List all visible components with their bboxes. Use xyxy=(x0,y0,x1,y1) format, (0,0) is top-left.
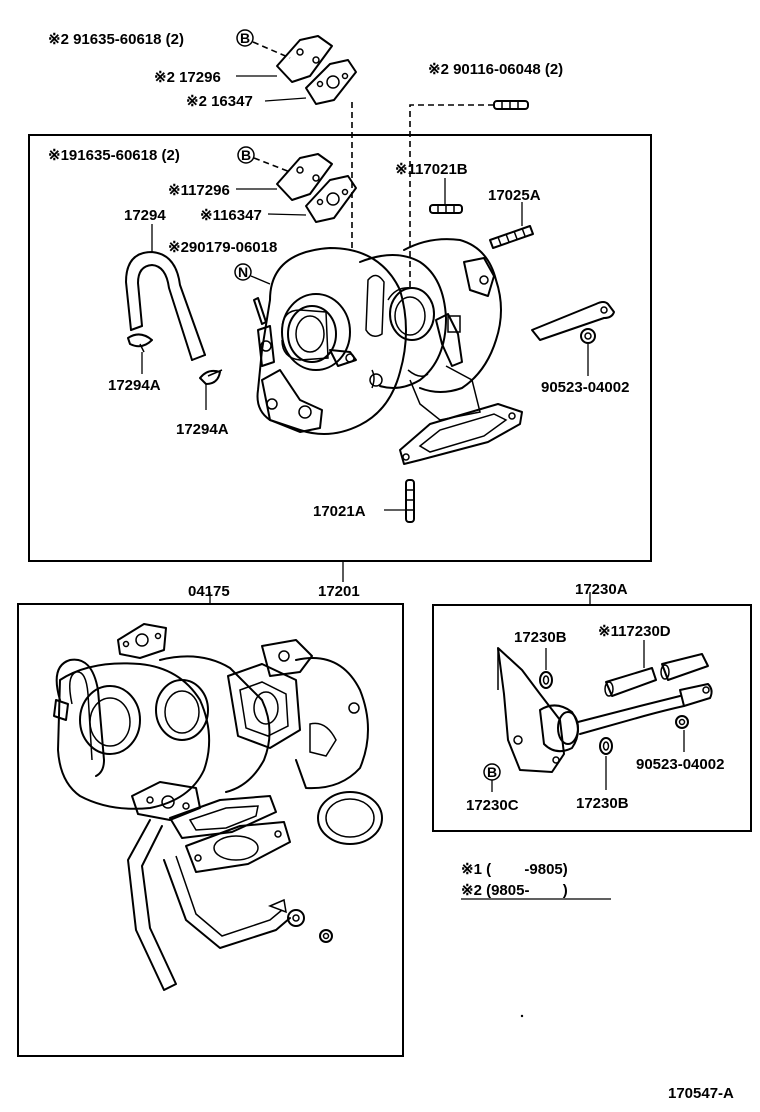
label-17025A: 17025A xyxy=(488,187,541,204)
washer-17230B-top xyxy=(539,671,553,689)
gasket-17296-lower xyxy=(276,153,333,201)
stud-17025A xyxy=(489,225,534,249)
clip-17294A-right xyxy=(199,369,223,385)
label-17294A-1: 17294A xyxy=(108,377,161,394)
label-90523-bottom: 90523-04002 xyxy=(636,756,724,773)
stud-17021B xyxy=(429,204,463,214)
actuator-rod xyxy=(531,301,615,341)
label-90179: ※290179-06018 xyxy=(168,239,277,256)
label-91635-lower: ※191635-60618 (2) xyxy=(48,147,180,164)
note-2: ※2 (9805- ) xyxy=(461,882,568,899)
nut-90523-top xyxy=(580,328,596,344)
label-17230A: 17230A xyxy=(575,581,628,598)
hose-17230D xyxy=(604,653,709,697)
label-90523-top: 90523-04002 xyxy=(541,379,629,396)
nut-90523-bottom xyxy=(675,715,689,729)
label-04175: 04175 xyxy=(188,583,230,600)
label-90116: ※2 90116-06048 (2) xyxy=(428,61,563,78)
label-17294: 17294 xyxy=(124,207,166,224)
diagram-id: 170547-A xyxy=(668,1085,734,1102)
actuator-frame xyxy=(432,604,752,832)
n-marker-text: N xyxy=(238,264,248,280)
gasket-16347-upper xyxy=(305,59,357,105)
hose-17294 xyxy=(125,251,206,361)
label-17230B-top: 17230B xyxy=(514,629,567,646)
gasket-kit-turbo xyxy=(53,623,383,991)
gasket-17296-upper xyxy=(276,35,333,83)
gasket-16347-lower xyxy=(305,175,357,223)
union-bolt xyxy=(253,297,267,325)
label-17021B: ※117021B xyxy=(395,161,468,178)
b-marker-upper xyxy=(236,29,254,47)
label-17294A-2: 17294A xyxy=(176,421,229,438)
n-marker xyxy=(234,263,252,281)
label-17230B-bottom: 17230B xyxy=(576,795,629,812)
note-1: ※1 ( -9805) xyxy=(461,861,568,878)
b-marker-upper-text: B xyxy=(240,30,250,46)
washer-17230B-bottom xyxy=(599,737,613,755)
label-16347-lower: ※116347 xyxy=(200,207,262,224)
clip-17294A-left xyxy=(127,333,153,353)
stud-17021A xyxy=(405,479,415,523)
label-17021A: 17021A xyxy=(313,503,366,520)
b-marker-actuator-text: B xyxy=(487,764,497,780)
label-17296-upper: ※2 17296 xyxy=(154,69,221,86)
label-91635-upper: ※2 91635-60618 (2) xyxy=(48,31,184,48)
label-16347-upper: ※2 16347 xyxy=(186,93,253,110)
label-17230C: 17230C xyxy=(466,797,519,814)
b-marker-lower-text: B xyxy=(241,147,251,163)
label-17230D: ※117230D xyxy=(598,623,671,640)
turbocharger xyxy=(256,238,523,465)
label-17296-lower: ※117296 xyxy=(168,182,230,199)
turbo-assembly-frame xyxy=(28,134,652,562)
stud-90116 xyxy=(493,100,529,110)
wastegate-actuator xyxy=(497,647,713,773)
b-marker-lower xyxy=(237,146,255,164)
label-17201: 17201 xyxy=(318,583,360,600)
